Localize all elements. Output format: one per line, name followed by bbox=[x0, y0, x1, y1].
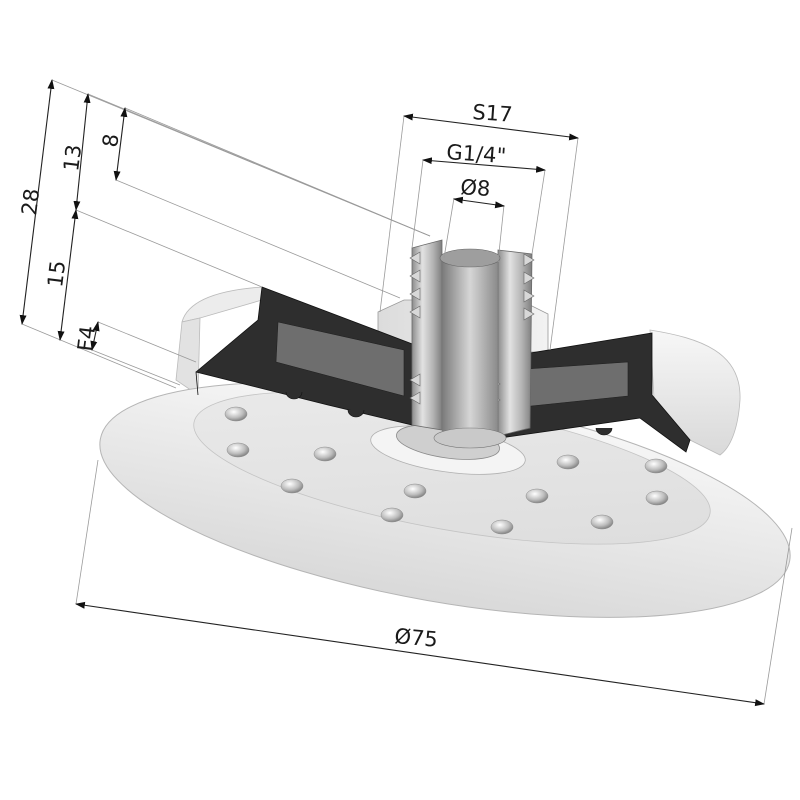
dimple bbox=[644, 458, 668, 474]
dim-line-d75 bbox=[75, 601, 765, 707]
ext-line-g14-right bbox=[531, 169, 546, 255]
ext-line-g14-left bbox=[411, 159, 424, 249]
thread-tooth bbox=[409, 269, 421, 283]
ext-line-s17-right bbox=[549, 137, 579, 351]
dimple bbox=[313, 446, 337, 462]
dimple bbox=[590, 514, 614, 530]
label-d8: Ø8 bbox=[460, 175, 491, 201]
dimple bbox=[403, 483, 427, 499]
dimple bbox=[280, 478, 304, 494]
dimple bbox=[380, 507, 404, 523]
dim-line-s17 bbox=[403, 113, 579, 141]
section-right bbox=[499, 332, 691, 453]
label-g14: G1/4" bbox=[446, 140, 507, 168]
threads-left bbox=[409, 251, 421, 405]
label-8: 8 bbox=[98, 132, 123, 148]
cup-body bbox=[99, 286, 791, 618]
stem-bore bbox=[441, 259, 499, 444]
ext-line-f4-top bbox=[97, 321, 197, 363]
dimple bbox=[226, 442, 250, 458]
ext-line-s17-left bbox=[379, 115, 405, 313]
section-left-insert bbox=[275, 321, 405, 397]
thread-tooth bbox=[409, 391, 421, 405]
thread-tooth bbox=[523, 253, 535, 267]
dimple bbox=[556, 454, 580, 470]
bore-top bbox=[439, 248, 501, 268]
dimple bbox=[224, 406, 248, 422]
label-s17: S17 bbox=[472, 100, 514, 127]
ext-line-d8-left bbox=[443, 197, 455, 259]
section-left-bumps bbox=[285, 391, 365, 418]
label-28: 28 bbox=[17, 187, 44, 216]
thread-tooth bbox=[409, 373, 421, 387]
ext-line-base bbox=[21, 323, 177, 389]
dimple bbox=[525, 488, 549, 504]
threaded-stem bbox=[409, 239, 535, 449]
thread-tooth bbox=[523, 289, 535, 303]
bore-bottom bbox=[433, 427, 507, 449]
ext-line-d75-left bbox=[75, 459, 99, 605]
dimples bbox=[224, 406, 669, 535]
ext-line-8-bottom bbox=[115, 179, 401, 299]
label-15: 15 bbox=[43, 259, 70, 288]
dim-line-28 bbox=[19, 79, 55, 325]
dimple bbox=[645, 490, 669, 506]
dimension-lines bbox=[19, 79, 793, 707]
label-f4: F4 bbox=[73, 324, 100, 352]
dim-line-f4 bbox=[90, 321, 100, 351]
right-cylinder bbox=[649, 329, 741, 456]
dimension-labels: 28 13 8 15 F4 S17 G1/4" Ø8 Ø75 bbox=[17, 100, 513, 652]
label-13: 13 bbox=[59, 143, 86, 172]
ext-line-15-top bbox=[75, 209, 263, 288]
thread-tooth bbox=[409, 287, 421, 301]
thread-tooth bbox=[409, 251, 421, 265]
thread-tooth bbox=[409, 305, 421, 319]
label-d75: Ø75 bbox=[394, 624, 439, 652]
dim-line-15 bbox=[57, 209, 79, 341]
dim-line-d8 bbox=[453, 196, 505, 209]
thread-tooth bbox=[523, 307, 535, 321]
ext-line-d75-right bbox=[763, 527, 793, 705]
dim-line-g14 bbox=[422, 157, 546, 173]
section-right-bump bbox=[595, 427, 613, 436]
upper-cylinder bbox=[181, 286, 263, 323]
thread-tooth bbox=[523, 271, 535, 285]
dim-line-13 bbox=[73, 93, 91, 211]
dimple bbox=[490, 519, 514, 535]
ext-line-f4-bottom bbox=[91, 349, 181, 386]
dim-line-8 bbox=[113, 107, 128, 181]
ext-line-d8-right bbox=[497, 204, 505, 263]
ext-line-13 bbox=[87, 93, 431, 237]
left-cylinder-wall bbox=[175, 317, 201, 396]
